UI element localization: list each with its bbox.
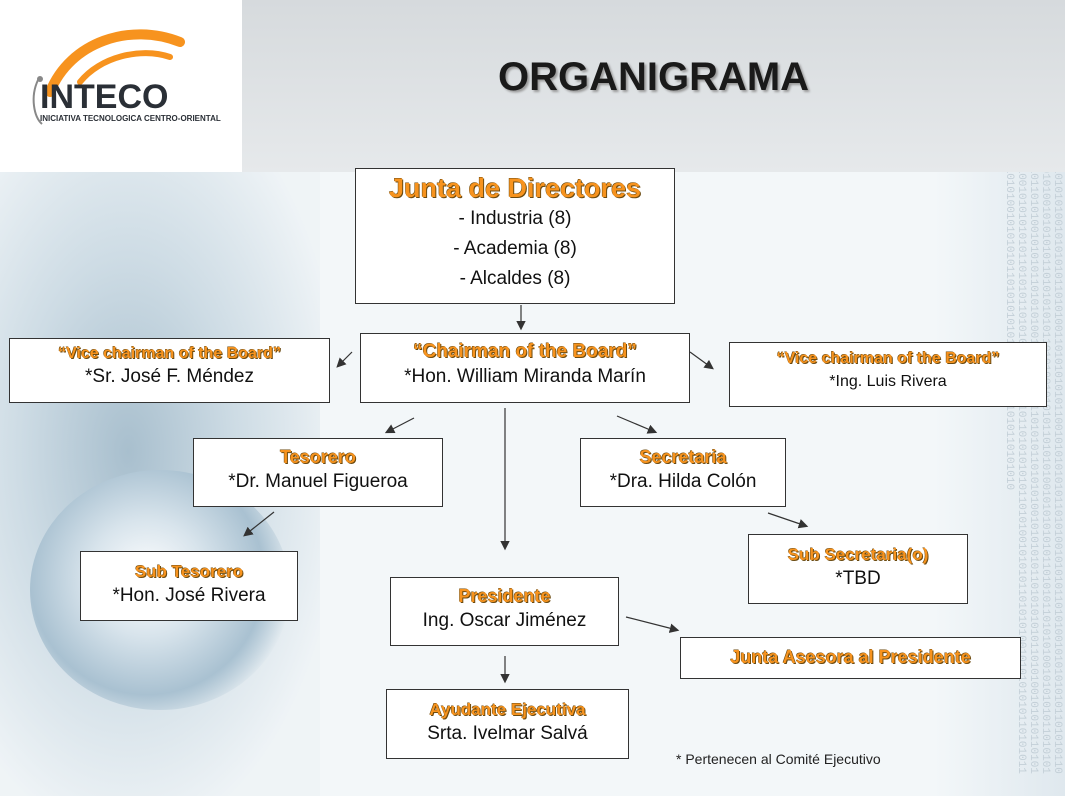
sub-secretaria-person: *TBD (835, 568, 881, 589)
sub-tesorero-box: Sub Tesorero *Hon. José Rivera (80, 551, 298, 621)
sub-secretaria-role: Sub Secretaria(o) (787, 545, 929, 564)
board-item-industria: - Industria (8) (458, 208, 572, 229)
arrow-chairman-to-secretaria (616, 415, 658, 434)
vice-right-role: “Vice chairman of the Board” (776, 350, 1000, 367)
binary-pattern: 0101010100101010101101010011010101010110… (1003, 160, 1063, 774)
presidente-box: Presidente Ing. Oscar Jiménez (390, 577, 619, 646)
footnote: * Pertenecen al Comité Ejecutivo (676, 751, 881, 767)
inteco-logo (20, 22, 216, 150)
junta-asesora-role: Junta Asesora al Presidente (730, 647, 971, 667)
page-title: ORGANIGRAMA (497, 55, 810, 99)
board-box: Junta de Directores - Industria (8) - Ac… (355, 168, 675, 304)
chairman-person: *Hon. William Miranda Marín (404, 366, 646, 387)
arrow-chairman-to-vice-right (689, 351, 714, 370)
vice-chairman-left-box: “Vice chairman of the Board” *Sr. José F… (9, 338, 330, 403)
arrow-chairman-to-tesorero (384, 417, 415, 434)
sub-secretaria-box: Sub Secretaria(o) *TBD (748, 534, 968, 604)
ayudante-box: Ayudante Ejecutiva Srta. Ivelmar Salvá (386, 689, 629, 759)
board-item-academia: - Academia (8) (453, 238, 577, 259)
junta-asesora-box: Junta Asesora al Presidente (680, 637, 1021, 679)
presidente-role: Presidente (458, 586, 551, 606)
secretaria-person: *Dra. Hilda Colón (609, 471, 757, 492)
vice-chairman-right-box: “Vice chairman of the Board” *Ing. Luis … (729, 342, 1047, 407)
arrow-tesorero-to-sub (243, 511, 275, 537)
chairman-box: “Chairman of the Board” *Hon. William Mi… (360, 333, 690, 403)
arrow-chairman-to-vice-left (336, 351, 353, 368)
arrow-presidente-to-junta (625, 616, 680, 633)
secretaria-box: Secretaria *Dra. Hilda Colón (580, 438, 786, 507)
logo-subtitle: INICIATIVA TECNOLOGICA CENTRO-ORIENTAL (40, 114, 221, 123)
tesorero-box: Tesorero *Dr. Manuel Figueroa (193, 438, 443, 507)
sub-tesorero-role: Sub Tesorero (134, 562, 244, 581)
vice-left-role: “Vice chairman of the Board” (58, 345, 281, 362)
vice-left-person: *Sr. José F. Méndez (85, 366, 254, 387)
logo-swoosh-icon (32, 29, 185, 125)
logo-wordmark: INTECO (40, 78, 169, 116)
presidente-person: Ing. Oscar Jiménez (422, 610, 587, 631)
sub-tesorero-person: *Hon. José Rivera (112, 585, 266, 606)
logo-panel: INTECO INICIATIVA TECNOLOGICA CENTRO-ORI… (0, 0, 243, 172)
header-bar (242, 0, 1065, 172)
tesorero-person: *Dr. Manuel Figueroa (228, 471, 408, 492)
arrow-secretaria-to-sub (767, 512, 809, 529)
board-title: Junta de Directores (388, 173, 642, 203)
chairman-role: “Chairman of the Board” (413, 341, 637, 362)
secretaria-role: Secretaria (639, 447, 727, 467)
ayudante-person: Srta. Ivelmar Salvá (427, 723, 588, 744)
vice-right-person: *Ing. Luis Rivera (829, 373, 947, 390)
board-item-alcaldes: - Alcaldes (8) (459, 268, 571, 289)
ayudante-role: Ayudante Ejecutiva (429, 700, 586, 719)
tesorero-role: Tesorero (280, 447, 356, 467)
